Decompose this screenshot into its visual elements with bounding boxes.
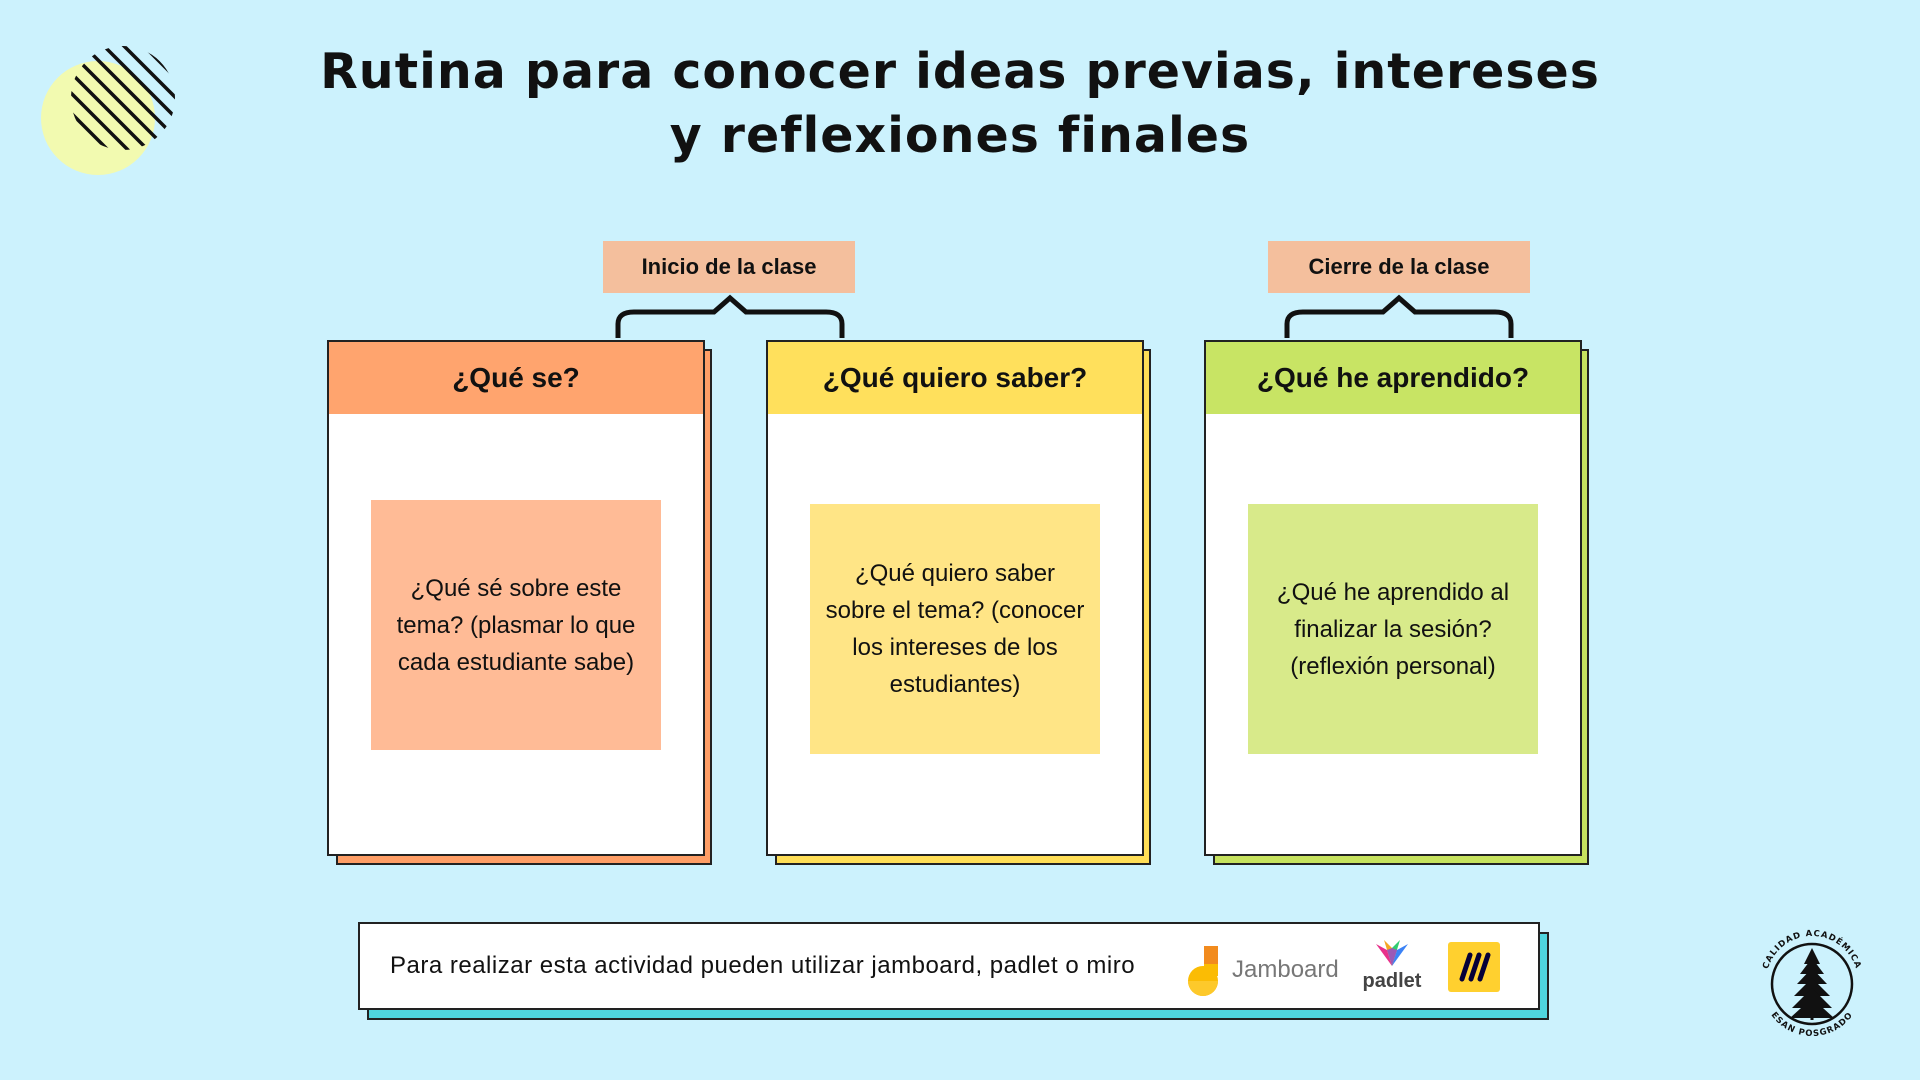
sticky-note: ¿Qué quiero saber sobre el tema? (conoce…: [810, 504, 1100, 754]
card-header: ¿Qué quiero saber?: [768, 342, 1142, 414]
esan-seal-icon: CALIDAD ACADÉMICA ESAN POSGRADO: [1761, 929, 1862, 1039]
padlet-icon: [1376, 940, 1408, 966]
brace-cierre-icon: [1284, 294, 1514, 338]
padlet-logo: padlet: [1362, 938, 1422, 998]
card-header: ¿Qué he aprendido?: [1206, 342, 1580, 414]
tools-instruction-text: Para realizar esta actividad pueden util…: [390, 952, 1136, 979]
jamboard-name: Jamboard: [1232, 956, 1339, 983]
phase-tag-inicio: Inicio de la clase: [603, 241, 855, 293]
miro-logo-icon: [1448, 942, 1500, 992]
card-que-he-aprendido: ¿Qué he aprendido? ¿Qué he aprendido al …: [1204, 340, 1589, 865]
page-title: Rutina para conocer ideas previas, inter…: [320, 43, 1600, 164]
brace-inicio-icon: [615, 294, 845, 338]
padlet-name: padlet: [1362, 970, 1422, 992]
card-que-quiero-saber: ¿Qué quiero saber? ¿Qué quiero saber sob…: [766, 340, 1151, 865]
card-body: ¿Qué se? ¿Qué sé sobre este tema? (plasm…: [327, 340, 705, 856]
card-header: ¿Qué se?: [329, 342, 703, 414]
tools-box: Para realizar esta actividad pueden util…: [358, 922, 1552, 1020]
card-body: ¿Qué he aprendido? ¿Qué he aprendido al …: [1204, 340, 1582, 856]
phase-tag-cierre: Cierre de la clase: [1268, 241, 1530, 293]
jamboard-icon: [1188, 946, 1218, 996]
sticky-note: ¿Qué he aprendido al finalizar la sesión…: [1248, 504, 1538, 754]
decorative-striped-circles-icon: [41, 46, 175, 175]
card-body: ¿Qué quiero saber? ¿Qué quiero saber sob…: [766, 340, 1144, 856]
jamboard-logo: Jamboard: [1186, 944, 1339, 996]
sticky-note: ¿Qué sé sobre este tema? (plasmar lo que…: [371, 500, 661, 750]
tools-box-body: Para realizar esta actividad pueden util…: [358, 922, 1540, 1010]
card-que-se: ¿Qué se? ¿Qué sé sobre este tema? (plasm…: [327, 340, 712, 865]
